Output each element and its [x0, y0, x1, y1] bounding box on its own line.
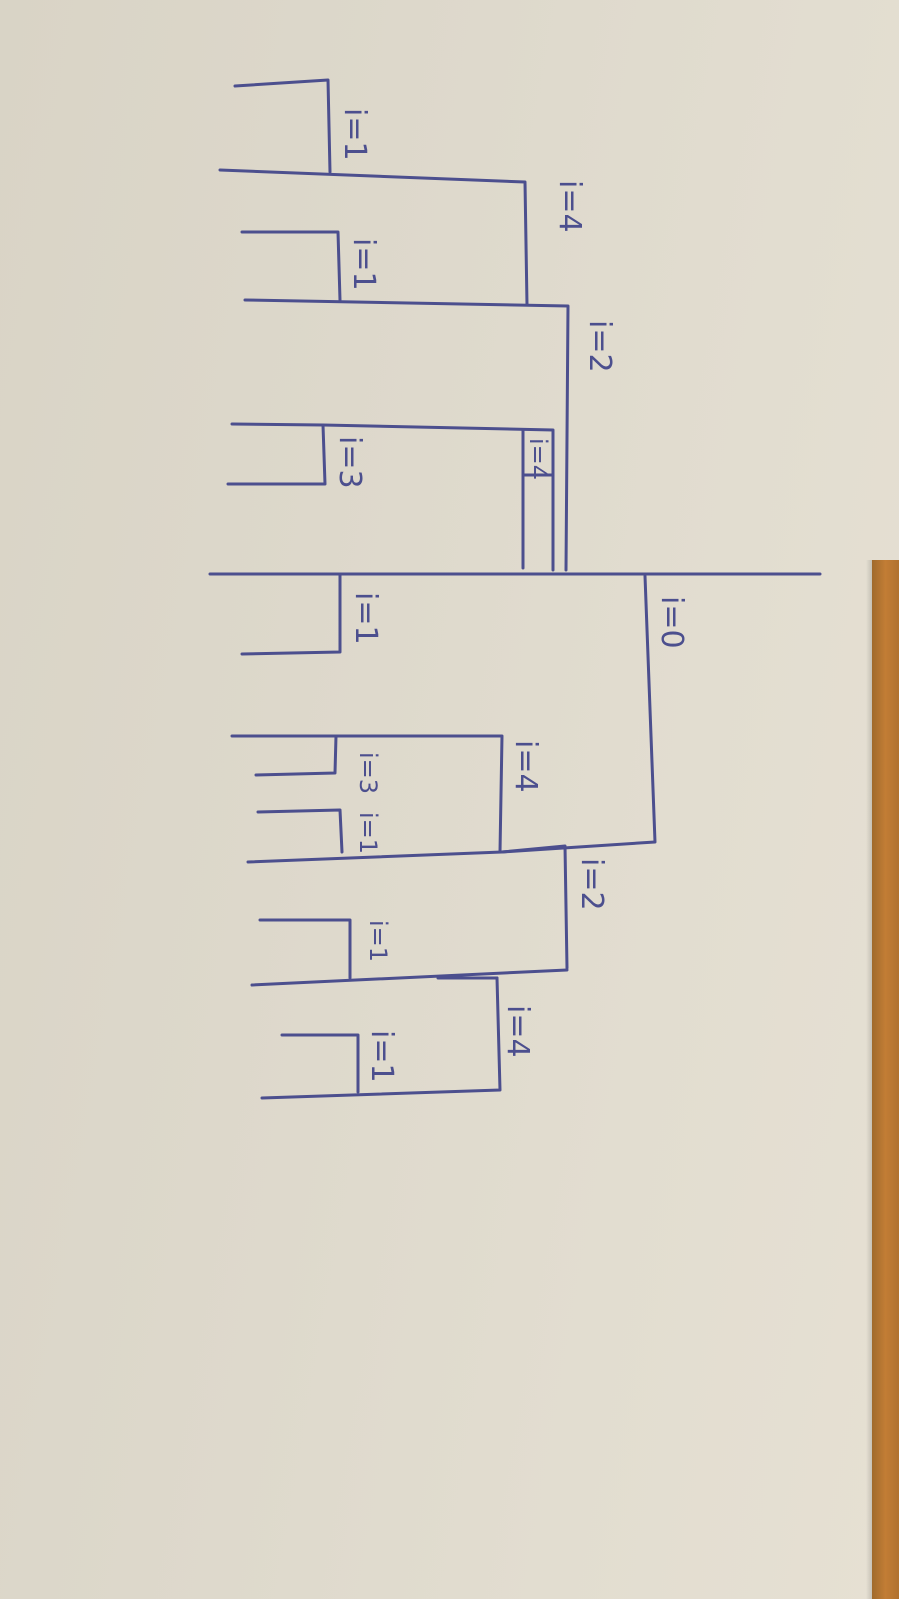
- upper-leaf-bracket: [240, 230, 342, 302]
- wooden-desk-edge: [872, 560, 899, 1599]
- upper-i3-top: [321, 423, 555, 572]
- label-center-i1: i=1: [348, 592, 383, 645]
- label-lower-i4: i=4: [500, 1005, 535, 1058]
- top-spine-line: [218, 168, 529, 307]
- label-upper-i3: i=3: [332, 436, 367, 489]
- label-lower-i1-b: i=1: [364, 920, 392, 962]
- label-root-i0: i=0: [654, 596, 689, 649]
- lower-leaf-bracket-b: [256, 808, 344, 854]
- label-upper-i4-small: i=4: [524, 438, 552, 480]
- label-upper-i1-mid: i=1: [346, 238, 381, 291]
- label-lower-i1: i=1: [354, 812, 382, 854]
- lower-mid-line: [246, 844, 569, 970]
- label-lower-i4-mid: i=4: [508, 740, 543, 793]
- center-leaf-bracket: [240, 573, 342, 656]
- label-lower-i3: i=3: [354, 752, 382, 794]
- lower-i1-bracket: [258, 918, 352, 980]
- lower-leaf-top: [230, 734, 504, 854]
- lower-i2-line: [250, 968, 569, 987]
- upper-i3-bracket: [226, 422, 327, 486]
- paper-shadow: [866, 560, 874, 1599]
- bottom-box-right: [260, 976, 502, 1100]
- upper-mid-line: [243, 298, 570, 572]
- label-lower-i2: i=2: [574, 858, 609, 911]
- lower-leaf-bracket-a: [254, 734, 338, 777]
- top-leaf-bracket: [233, 78, 332, 174]
- label-bottom-i1: i=1: [364, 1030, 399, 1083]
- label-upper-i2: i=2: [582, 320, 617, 373]
- root-i0-line: [500, 574, 657, 854]
- bottom-leaf-bracket: [280, 1033, 360, 1094]
- label-top-i1: i=1: [337, 108, 372, 161]
- label-upper-i4: i=4: [552, 180, 587, 233]
